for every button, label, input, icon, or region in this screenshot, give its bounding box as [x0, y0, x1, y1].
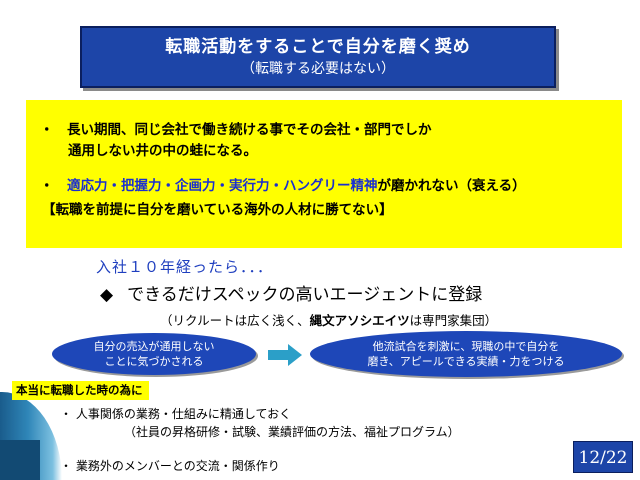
- outcome-line-1: 他流試合を刺激に、現職の中で自分を: [372, 340, 560, 353]
- page-number: 12/22: [573, 441, 633, 473]
- outcome-line-2: 磨き、アピールできる実績・力をつける: [367, 355, 565, 368]
- bullet-networking: ・ 業務外のメンバーとの交流・関係作り: [60, 459, 280, 473]
- point-1-line-2: 通用しない井の中の蛙になる。: [40, 141, 610, 162]
- recruit-note-part2: は専門家集団）: [409, 313, 498, 328]
- realization-line-1: 自分の売込が通用しない: [93, 340, 215, 353]
- overseas-talent-line: 【転職を前提に自分を磨いている海外の人材に勝てない】: [42, 202, 393, 218]
- agent-registration-text: できるだけスペックの高いエージェントに登録: [127, 285, 483, 305]
- title-box: 転職活動をすることで自分を磨く奨め （転職する必要はない）: [80, 26, 556, 88]
- recruit-note-part1: （リクルートは広く浅く、: [160, 313, 310, 328]
- bullet-hr-knowledge: ・ 人事関係の業務・仕組みに精通しておく: [60, 407, 292, 421]
- recruit-note: （リクルートは広く浅く、縄文アソシエイツは専門家集団）: [160, 310, 497, 329]
- realization-oval: 自分の売込が通用しない ことに気づかされる: [52, 333, 256, 375]
- diamond-bullet-icon: ◆: [100, 285, 114, 305]
- recruit-note-bold: 縄文アソシエイツ: [309, 313, 410, 328]
- point-2-prefix: ・: [40, 178, 67, 194]
- point-1-line-1: ・ 長い期間、同じ会社で働き続ける事でその会社・部門でしか: [40, 122, 432, 138]
- right-arrow-icon: [268, 344, 302, 366]
- point-2-skills: 適応力・把握力・企画力・実行力・ハングリー精神: [67, 178, 378, 194]
- outcome-oval: 他流試合を刺激に、現職の中で自分を 磨き、アピールできる実績・力をつける: [310, 331, 622, 377]
- point-1-line-2-text: 通用しない井の中の蛙になる。: [68, 143, 257, 159]
- slide-title: 転職活動をすることで自分を磨く奨め: [165, 37, 471, 57]
- decorative-corner: [0, 440, 40, 480]
- agent-registration-line: ◆ できるだけスペックの高いエージェントに登録: [100, 280, 482, 305]
- slide-subtitle: （転職する必要はない）: [241, 61, 395, 77]
- point-2-rest: が磨かれない（衰える）: [377, 178, 526, 194]
- realization-line-2: ことに気づかされる: [104, 355, 204, 368]
- when-changing-jobs-label: 本当に転職した時の為に: [12, 381, 149, 400]
- bullet-hr-knowledge-detail: （社員の昇格研修・試験、業績評価の方法、福祉プログラム）: [124, 425, 460, 439]
- after-ten-years-heading: 入社１０年経ったら．．．: [96, 258, 274, 276]
- point-2: ・ 適応力・把握力・企画力・実行力・ハングリー精神が磨かれない（衰える）: [40, 176, 610, 197]
- key-points-box: ・ 長い期間、同じ会社で働き続ける事でその会社・部門でしか 通用しない井の中の蛙…: [26, 100, 622, 248]
